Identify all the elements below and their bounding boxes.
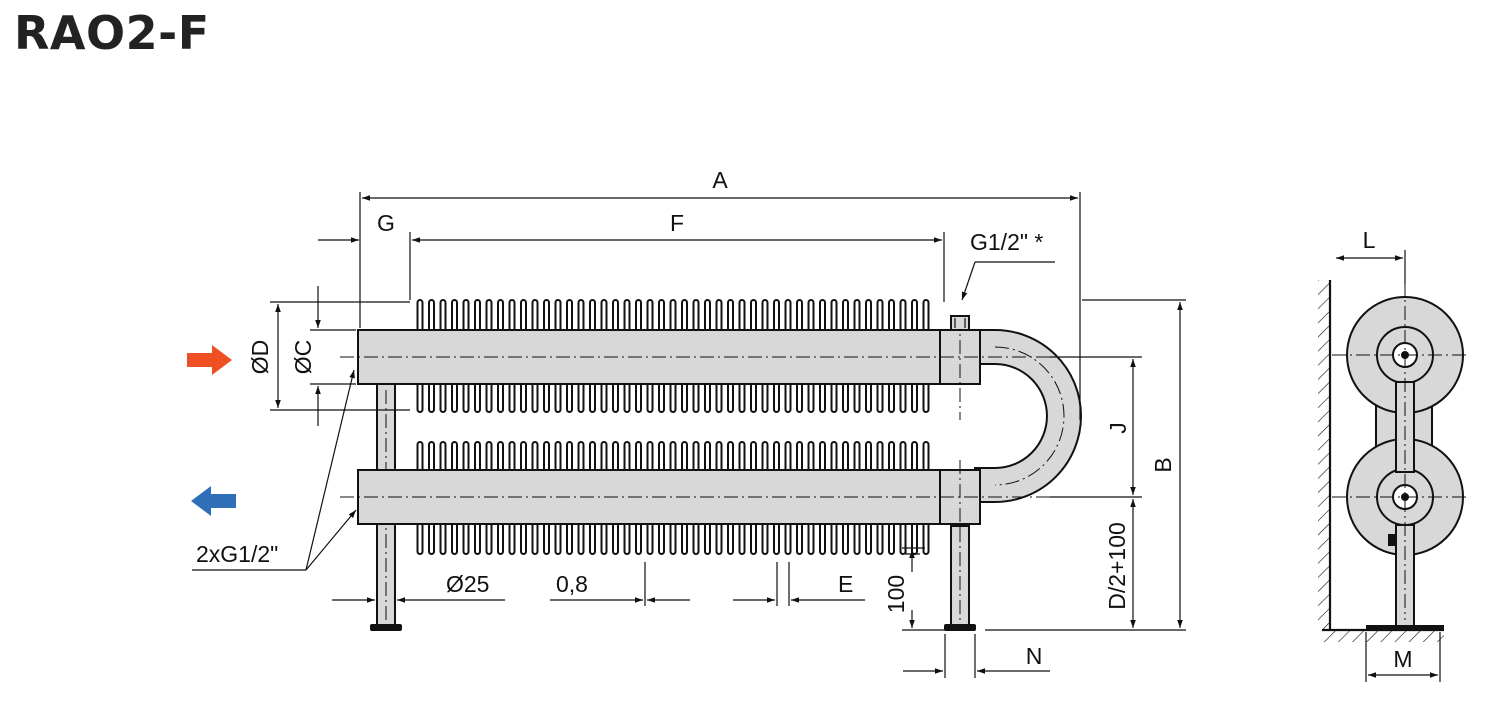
- dim-vent-connection: G1/2" *: [970, 229, 1043, 255]
- arrow-right-icon: [187, 345, 232, 375]
- dim-connections: 2xG1/2": [196, 541, 278, 567]
- dim-c: ØC: [290, 340, 316, 375]
- dim-f: F: [670, 210, 684, 236]
- leg-left-foot: [370, 624, 402, 631]
- side-foot: [1366, 625, 1444, 631]
- dim-pipe-height: D/2+100: [1104, 522, 1130, 610]
- dim-l: L: [1363, 227, 1376, 253]
- lower-pipe: [357, 469, 979, 525]
- dim-fin-thickness: 0,8: [556, 571, 588, 597]
- dim-e: E: [838, 571, 853, 597]
- arrow-left-icon: [191, 486, 236, 516]
- dim-m: M: [1393, 646, 1412, 672]
- u-bend: [974, 329, 1082, 503]
- dim-g: G: [377, 210, 395, 236]
- dim-b: B: [1150, 457, 1176, 472]
- dim-n: N: [1026, 643, 1043, 669]
- page-title: RAO2-F: [14, 6, 210, 60]
- dim-leg-height: 100: [883, 575, 909, 613]
- dim-j: J: [1105, 422, 1131, 434]
- dim-leg-diameter: Ø25: [446, 571, 489, 597]
- upper-pipe: [357, 329, 979, 385]
- dim-d: ØD: [247, 340, 273, 375]
- vent-plug: [950, 315, 970, 331]
- dim-a: A: [712, 167, 728, 193]
- leg-right-foot: [944, 624, 976, 631]
